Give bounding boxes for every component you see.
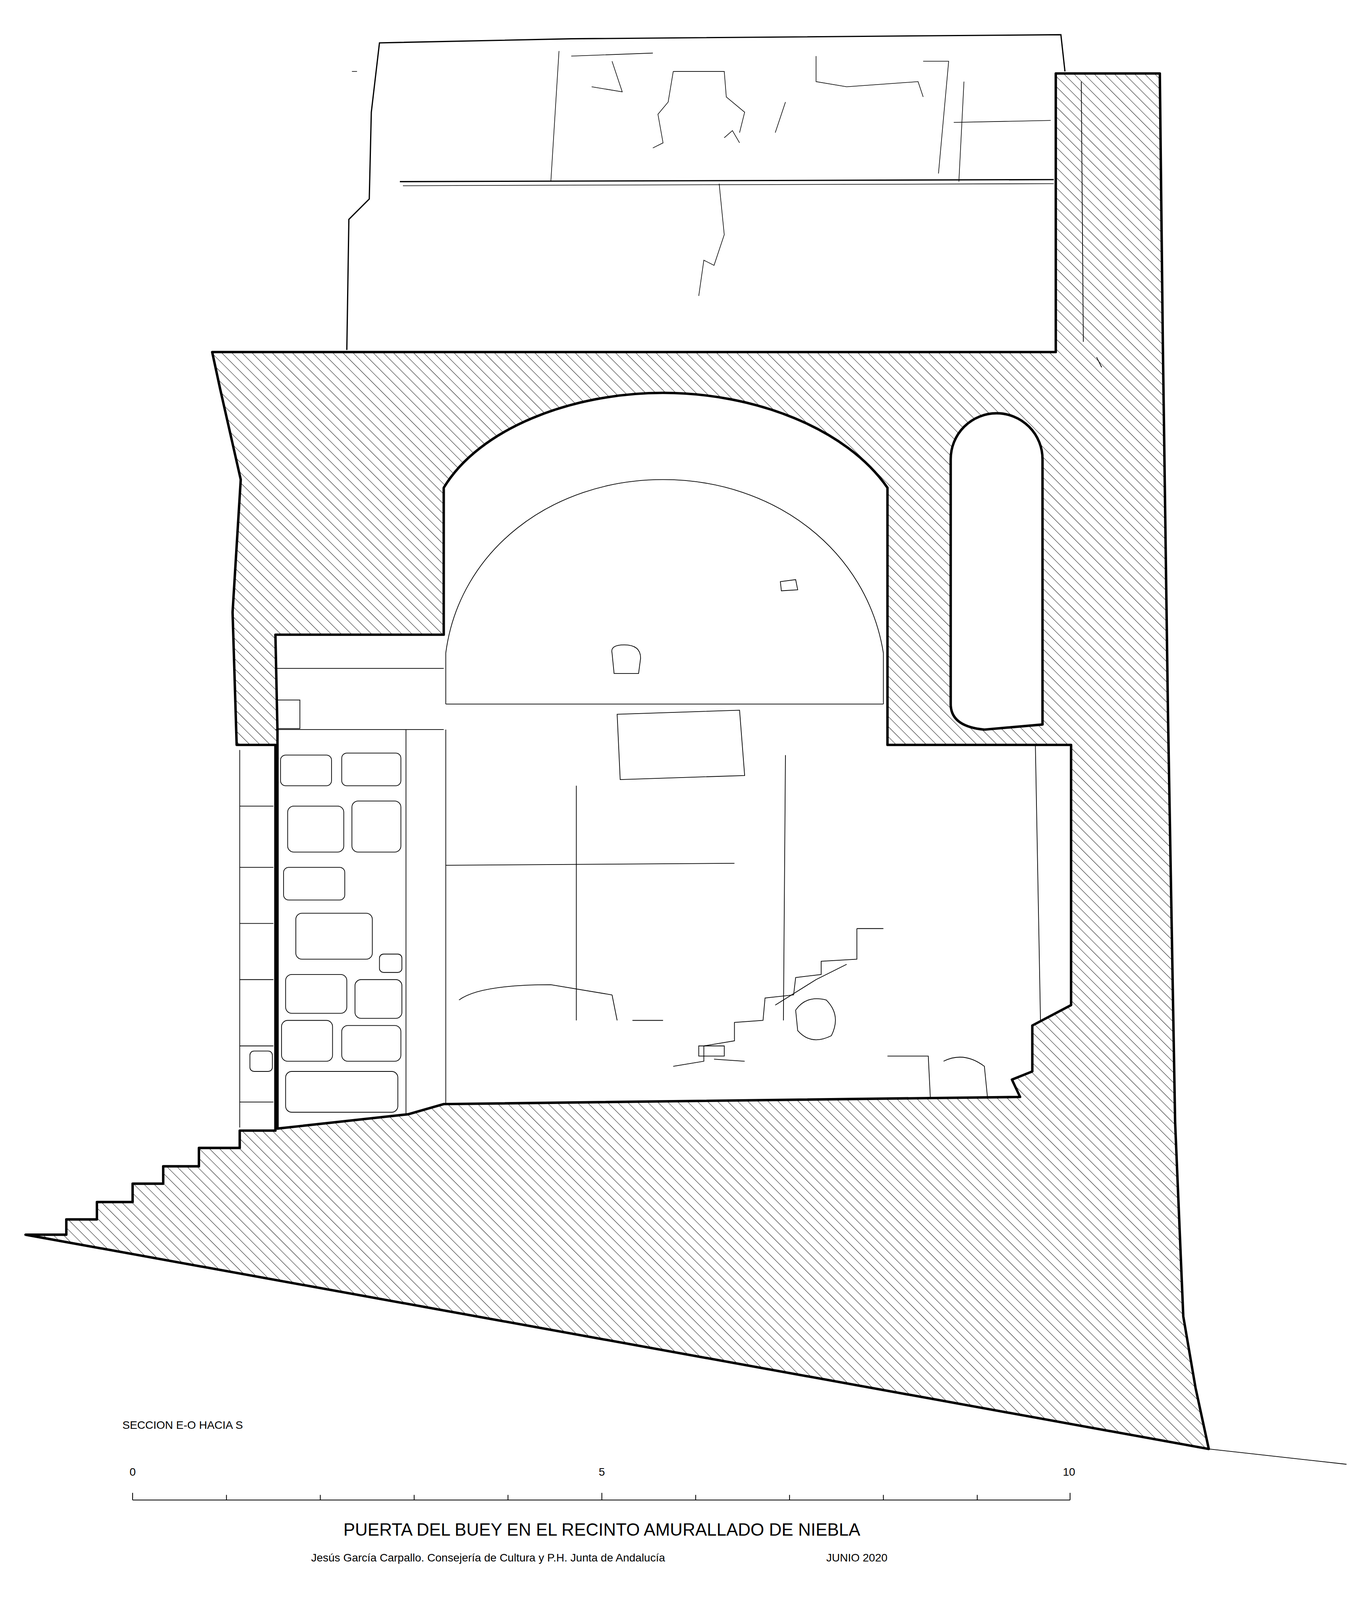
interior-lines: [236, 81, 1102, 1128]
cut-wall: [25, 73, 1209, 1450]
section-label: SECCION E-O HACIA S: [122, 1418, 243, 1432]
scale-number: 0: [129, 1465, 136, 1479]
scale-bar: [132, 1492, 1071, 1500]
jamb-stones: [249, 752, 402, 1112]
scale-number: 5: [598, 1465, 606, 1479]
scale-number: 10: [1062, 1465, 1075, 1479]
drawing-title: PUERTA DEL BUEY EN EL RECINTO AMURALLADO…: [343, 1519, 861, 1540]
author-credit: Jesús García Carpallo. Consejería de Cul…: [310, 1551, 665, 1565]
date-label: JUNIO 2020: [826, 1551, 888, 1565]
upper-block: [346, 34, 1065, 350]
ground-line: [1208, 1449, 1347, 1465]
